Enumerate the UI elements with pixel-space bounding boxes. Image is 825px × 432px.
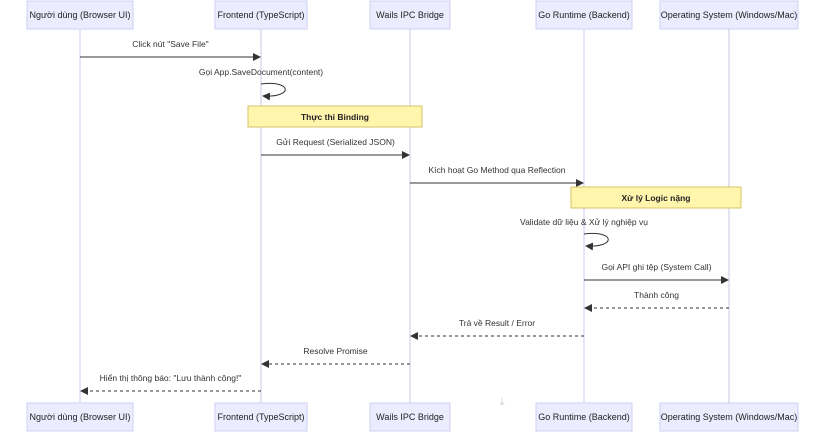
actor-bridge-top: Wails IPC Bridge	[369, 0, 451, 30]
self-message-arrow	[583, 232, 609, 251]
lifelines	[79, 29, 730, 403]
actor-label: Người dùng (Browser UI)	[30, 412, 131, 422]
message-label: Kích hoạt Go Method qua Reflection	[428, 165, 565, 175]
message: Click nút "Save File"	[80, 39, 261, 61]
self-message: Validate dữ liệu & Xử lý nghiệp vụ	[520, 217, 648, 251]
actor-box	[26, 0, 134, 30]
message-label: Resolve Promise	[303, 346, 368, 356]
actor-box	[214, 402, 308, 432]
note-box	[570, 186, 742, 209]
note: Xử lý Logic nặng	[570, 186, 742, 209]
note-label: Thực thi Binding	[301, 112, 369, 122]
actor-label: Operating System (Windows/Mac)	[661, 10, 798, 20]
actor-frontend-bottom: Frontend (TypeScript)	[214, 402, 308, 432]
actor-label: Go Runtime (Backend)	[538, 10, 630, 20]
message: Thành công	[584, 290, 729, 312]
message: Kích hoạt Go Method qua Reflection	[410, 165, 584, 187]
actor-label: Frontend (TypeScript)	[217, 412, 304, 422]
message-label: Thành công	[634, 290, 679, 300]
actor-label: Operating System (Windows/Mac)	[661, 412, 798, 422]
actor-box	[535, 402, 633, 432]
actor-label: Go Runtime (Backend)	[538, 412, 630, 422]
message-label: Click nút "Save File"	[132, 39, 208, 49]
note: Thực thi Binding	[247, 105, 423, 128]
message-label: Gửi Request (Serialized JSON)	[276, 137, 395, 147]
message-label: Trả về Result / Error	[459, 318, 535, 328]
actor-label: Người dùng (Browser UI)	[30, 10, 131, 20]
message-label: Validate dữ liệu & Xử lý nghiệp vụ	[520, 217, 648, 227]
actor-bridge-bottom: Wails IPC Bridge	[369, 402, 451, 432]
actor-os-top: Operating System (Windows/Mac)	[659, 0, 799, 30]
actor-label: Wails IPC Bridge	[376, 412, 444, 422]
actors-bottom: Người dùng (Browser UI) Frontend (TypeScr…	[26, 402, 799, 432]
actor-go-bottom: Go Runtime (Backend)	[535, 402, 633, 432]
actor-frontend-top: Frontend (TypeScript)	[214, 0, 308, 30]
message: Trả về Result / Error	[410, 318, 584, 340]
self-message-arrow	[260, 82, 286, 101]
actor-box	[659, 402, 799, 432]
actor-box	[535, 0, 633, 30]
message-label: Hiển thị thông báo: "Lưu thành công!"	[100, 373, 242, 383]
actor-box	[214, 0, 308, 30]
message-label: Gọi App.SaveDocument(content)	[199, 67, 323, 77]
actor-os-bottom: Operating System (Windows/Mac)	[659, 402, 799, 432]
actors-top: Người dùng (Browser UI) Frontend (TypeScr…	[26, 0, 799, 30]
actor-box	[369, 402, 451, 432]
message: Gọi API ghi tệp (System Call)	[584, 262, 729, 284]
actor-box	[369, 0, 451, 30]
message: Hiển thị thông báo: "Lưu thành công!"	[80, 373, 261, 395]
messages: Click nút "Save File" Gọi App.SaveDocumen…	[80, 39, 742, 395]
actor-go-top: Go Runtime (Backend)	[535, 0, 633, 30]
actor-box	[659, 0, 799, 30]
actor-box	[26, 402, 134, 432]
note-label: Xử lý Logic nặng	[622, 193, 691, 203]
download-icon[interactable]: ⤓	[499, 396, 505, 408]
self-message: Gọi App.SaveDocument(content)	[199, 67, 323, 101]
actor-label: Wails IPC Bridge	[376, 10, 444, 20]
message: Gửi Request (Serialized JSON)	[261, 137, 410, 159]
note-box	[247, 105, 423, 128]
actor-user-bottom: Người dùng (Browser UI)	[26, 402, 134, 432]
message-label: Gọi API ghi tệp (System Call)	[601, 262, 711, 272]
message: Resolve Promise	[261, 346, 410, 368]
actor-user-top: Người dùng (Browser UI)	[26, 0, 134, 30]
actor-label: Frontend (TypeScript)	[217, 10, 304, 20]
